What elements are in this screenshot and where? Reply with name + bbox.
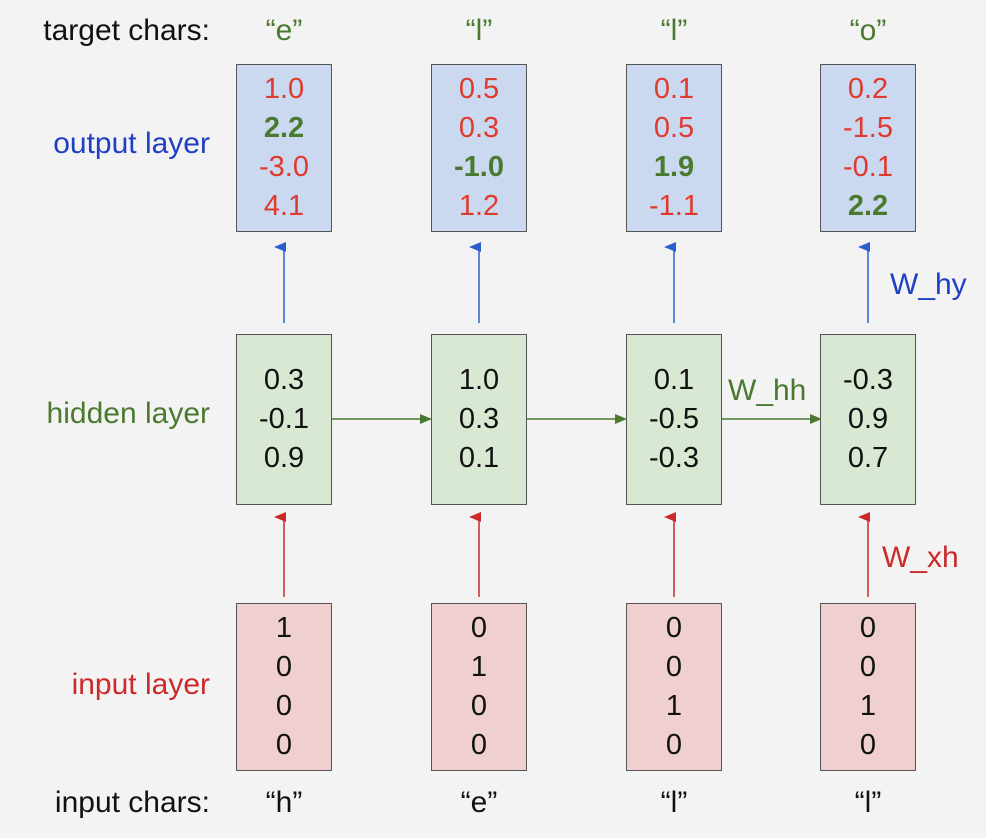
w-hy-label: W_hy [890,268,967,301]
output-value: 1.0 [263,73,305,105]
output-value-target: 2.2 [847,190,889,222]
input-char: “l” [854,786,882,819]
input-value: 0 [275,651,293,683]
hidden-box-2: 0.1 -0.5 -0.3 [626,334,722,505]
input-value: 0 [665,612,683,644]
input-char: “h” [265,786,303,819]
input-value: 1 [665,690,683,722]
hidden-box-0: 0.3 -0.1 0.9 [236,334,332,505]
output-layer-label: output layer [53,127,210,160]
hidden-value: 0.3 [263,364,305,396]
output-value: 0.5 [653,112,695,144]
output-value: 1.2 [458,190,500,222]
input-value: 1 [859,690,877,722]
hidden-value: 0.7 [847,442,889,474]
input-char: “e” [460,786,498,819]
output-value: 0.5 [458,73,500,105]
output-value-target: 1.9 [653,151,695,183]
input-char: “l” [660,786,688,819]
output-box-2: 0.1 0.5 1.9 -1.1 [626,64,722,232]
input-value: 0 [470,729,488,761]
target-char: “e” [265,14,303,47]
input-value: 0 [859,612,877,644]
input-value: 0 [665,729,683,761]
hidden-value: -0.1 [259,403,309,435]
input-box-2: 0 0 1 0 [626,603,722,771]
input-value: 0 [859,729,877,761]
input-value: 0 [275,690,293,722]
output-value: -3.0 [259,151,309,183]
hidden-layer-label: hidden layer [46,397,210,430]
input-value: 1 [470,651,488,683]
input-value: 1 [275,612,293,644]
input-value: 0 [665,651,683,683]
target-chars-label: target chars: [43,14,210,47]
output-value: 0.3 [458,112,500,144]
hidden-value: -0.3 [649,442,699,474]
hidden-value: 0.1 [458,442,500,474]
hidden-value: -0.5 [649,403,699,435]
input-value: 0 [470,612,488,644]
output-box-0: 1.0 2.2 -3.0 4.1 [236,64,332,232]
output-value-target: 2.2 [263,112,305,144]
output-value: 0.2 [847,73,889,105]
hidden-value: 0.9 [847,403,889,435]
input-value: 0 [275,729,293,761]
input-layer-label: input layer [71,668,210,701]
hidden-value: 0.9 [263,442,305,474]
output-value-target: -1.0 [454,151,504,183]
output-value: 0.1 [653,73,695,105]
input-value: 0 [859,651,877,683]
output-value: -1.1 [649,190,699,222]
target-char: “l” [465,14,493,47]
hidden-value: -0.3 [843,364,893,396]
output-box-1: 0.5 0.3 -1.0 1.2 [431,64,527,232]
hidden-value: 0.3 [458,403,500,435]
target-char: “l” [660,14,688,47]
hidden-box-1: 1.0 0.3 0.1 [431,334,527,505]
input-chars-label: input chars: [54,786,210,819]
input-value: 0 [470,690,488,722]
output-value: -0.1 [843,151,893,183]
input-box-1: 0 1 0 0 [431,603,527,771]
output-value: 4.1 [263,190,305,222]
output-value: -1.5 [843,112,893,144]
input-box-3: 0 0 1 0 [820,603,916,771]
hidden-value: 0.1 [653,364,695,396]
hidden-value: 1.0 [458,364,500,396]
w-xh-label: W_xh [882,541,959,574]
w-hh-label: W_hh [728,374,807,407]
hidden-box-3: -0.3 0.9 0.7 [820,334,916,505]
input-box-0: 1 0 0 0 [236,603,332,771]
output-box-3: 0.2 -1.5 -0.1 2.2 [820,64,916,232]
target-char: “o” [849,14,887,47]
